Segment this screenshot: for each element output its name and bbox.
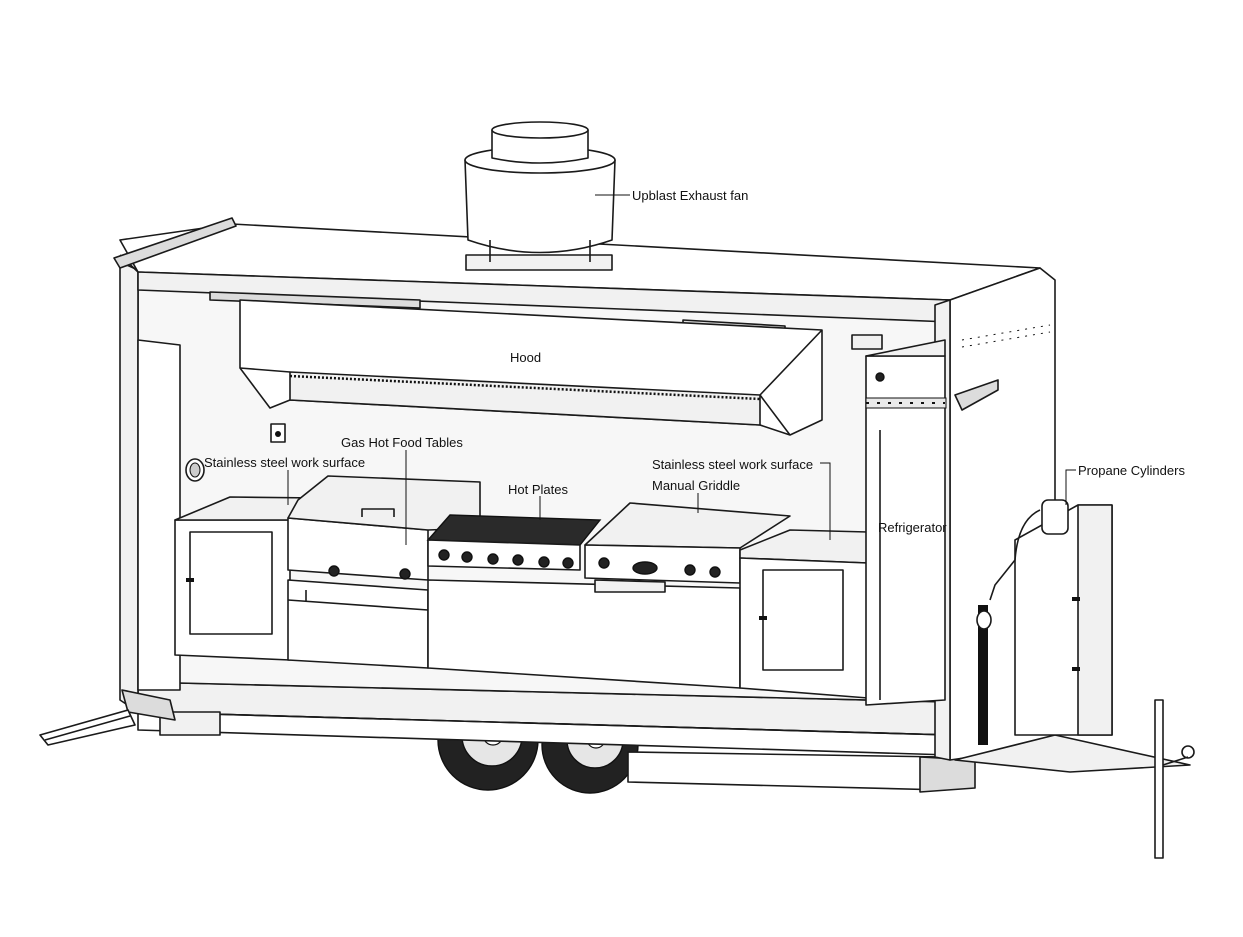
- label-refrigerator: Refrigerator: [878, 520, 947, 535]
- label-exhaust-fan: Upblast Exhaust fan: [632, 188, 748, 203]
- leader-lines: [287, 194, 1076, 545]
- refrigerator: [851, 334, 947, 706]
- labels: Upblast Exhaust fan Hood Gas Hot Food Ta…: [204, 188, 1185, 535]
- label-stainless-right: Stainless steel work surface: [652, 457, 813, 472]
- label-propane-cylinders: Propane Cylinders: [1078, 463, 1185, 478]
- label-stainless-left: Stainless steel work surface: [204, 455, 365, 470]
- cooking-line-base: [427, 579, 741, 689]
- hood: [209, 291, 823, 436]
- right-cabinet: [739, 529, 869, 699]
- label-manual-griddle: Manual Griddle: [652, 478, 740, 493]
- trailer-tongue: [954, 699, 1195, 859]
- upblast-exhaust-fan: [464, 121, 616, 271]
- hot-plates: [426, 514, 602, 571]
- label-gas-hot-food-tables: Gas Hot Food Tables: [341, 435, 463, 450]
- manual-griddle: [584, 502, 791, 584]
- gas-hot-food-table: [287, 475, 481, 669]
- left-cabinet: [174, 496, 321, 661]
- propane-cylinders: [976, 499, 1113, 745]
- left-door: [39, 458, 205, 746]
- label-hood: Hood: [510, 350, 541, 365]
- wall-outlet: [270, 423, 286, 443]
- label-hot-plates: Hot Plates: [508, 482, 568, 497]
